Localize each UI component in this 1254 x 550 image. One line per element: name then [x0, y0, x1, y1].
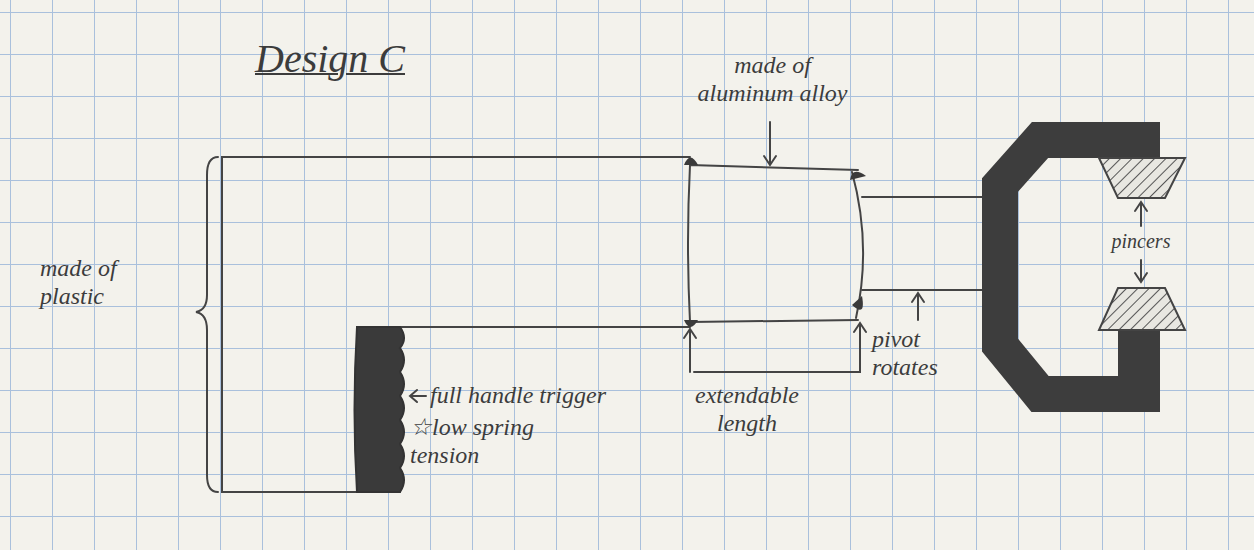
joint-mark	[850, 172, 866, 180]
material-note: made of plastic	[40, 255, 160, 310]
part-note: full handle trigger	[430, 382, 606, 410]
trigger	[355, 327, 405, 492]
joint-mark	[684, 158, 698, 166]
pincer-jaw	[1099, 158, 1185, 198]
handle-outline	[222, 157, 690, 492]
sketch-title: Design C	[255, 36, 405, 82]
outer-tube	[852, 172, 863, 318]
pincer-head	[1118, 330, 1160, 380]
joint-mark	[852, 296, 863, 310]
part-note: extendable length	[682, 382, 812, 437]
handle-outline	[400, 326, 690, 328]
leader-arrow	[1135, 202, 1147, 226]
part-note: ☆low spring tension	[410, 414, 560, 469]
leader-arrow	[912, 293, 924, 320]
leader-arrow	[694, 323, 866, 372]
leader-arrow	[1135, 260, 1147, 282]
leader-arrow	[410, 390, 426, 402]
leader-arrow	[684, 329, 696, 372]
part-note: pivot rotates	[872, 326, 972, 381]
joint-mark	[684, 320, 698, 327]
part-name: pincers	[1106, 230, 1176, 253]
inner-tube	[862, 197, 990, 290]
outer-tube	[688, 165, 858, 322]
leader-arrow	[764, 122, 776, 165]
material-note: made of aluminum alloy	[685, 52, 860, 107]
brace	[196, 157, 218, 492]
pincer-jaw	[1099, 288, 1185, 330]
